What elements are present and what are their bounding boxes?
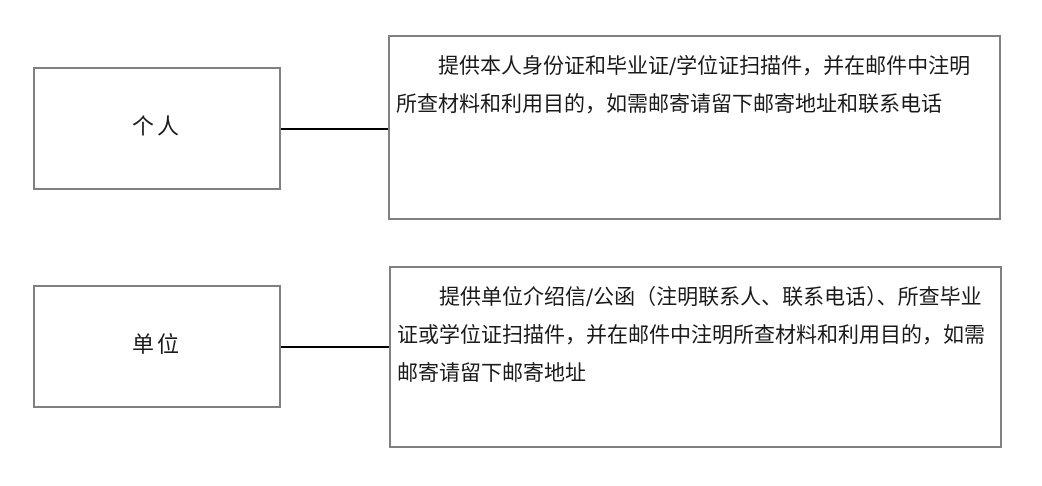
connector-line-individual [281, 128, 388, 130]
requirements-text-individual: 提供本人身份证和毕业证/学位证扫描件，并在邮件中注明所查材料和利用目的，如需邮寄… [396, 54, 971, 116]
requester-type-label-individual: 个人 [131, 115, 182, 141]
requirements-box-organization: 提供单位介绍信/公函（注明联系人、联系电话）、所查毕业证或学位证扫描件，并在邮件… [389, 266, 1002, 448]
requester-type-box-individual: 个人 [33, 67, 281, 190]
requester-type-box-organization: 单位 [33, 285, 281, 408]
requirements-text-organization: 提供单位介绍信/公函（注明联系人、联系电话）、所查毕业证或学位证扫描件，并在邮件… [397, 285, 985, 385]
requirements-box-individual: 提供本人身份证和毕业证/学位证扫描件，并在邮件中注明所查材料和利用目的，如需邮寄… [388, 35, 1001, 220]
requester-type-label-organization: 单位 [131, 333, 182, 359]
connector-line-organization [281, 346, 389, 348]
